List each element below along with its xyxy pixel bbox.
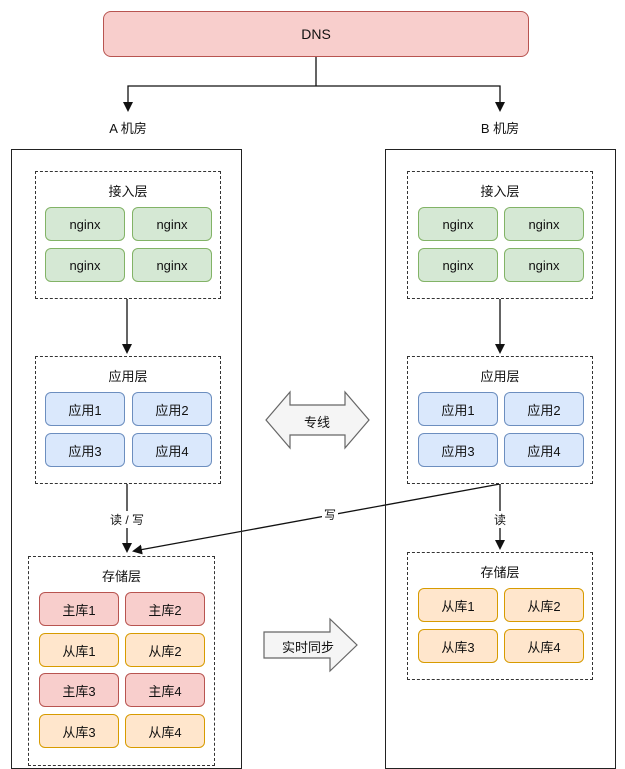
a-read-write-label: 读 / 写 [108,511,147,528]
nginx-node: nginx [45,207,125,241]
nginx-node: nginx [504,248,584,282]
nginx-node: nginx [418,207,498,241]
slave-db-node: 从库1 [39,633,119,667]
slave-db-node: 从库4 [504,629,584,663]
app-node: 应用4 [504,433,584,467]
room-b-access-layer: 接入层 nginx nginx nginx nginx [407,171,593,299]
app-node: 应用2 [504,392,584,426]
room-b-app-layer: 应用层 应用1 应用2 应用3 应用4 [407,356,593,484]
app-node: 应用3 [45,433,125,467]
master-db-node: 主库1 [39,592,119,626]
room-a-storage-layer: 存储层 主库1 主库2 从库1 从库2 主库3 主库4 从库3 从库4 [28,556,215,766]
room-b-label: B 机房 [480,121,520,136]
dns-node: DNS [103,11,529,57]
layer-title: 存储层 [480,565,520,580]
b-read-label: 读 [492,511,509,528]
room-b-storage-layer: 存储层 从库1 从库2 从库3 从库4 [407,552,593,680]
app-node: 应用1 [418,392,498,426]
nginx-node: nginx [132,248,212,282]
master-db-node: 主库2 [125,592,205,626]
slave-db-node: 从库2 [504,588,584,622]
cross-write-label: 写 [322,506,339,523]
dns-to-b-connector [316,85,505,112]
room-a-app-layer: 应用层 应用1 应用2 应用3 应用4 [35,356,221,484]
slave-db-node: 从库3 [39,714,119,748]
dns-label: DNS [301,26,331,42]
nginx-node: nginx [132,207,212,241]
slave-db-node: 从库4 [125,714,205,748]
slave-db-node: 从库2 [125,633,205,667]
master-db-node: 主库4 [125,673,205,707]
realtime-sync-arrow-shape [263,617,358,673]
app-node: 应用4 [132,433,212,467]
dns-to-a-connector [123,85,316,112]
app-node: 应用3 [418,433,498,467]
app-node: 应用2 [132,392,212,426]
master-db-node: 主库3 [39,673,119,707]
layer-title: 接入层 [108,184,148,199]
slave-db-node: 从库1 [418,588,498,622]
nginx-node: nginx [418,248,498,282]
slave-db-node: 从库3 [418,629,498,663]
layer-title: 存储层 [101,569,141,584]
room-a-label: A 机房 [109,121,147,136]
app-node: 应用1 [45,392,125,426]
layer-title: 应用层 [108,369,148,384]
realtime-sync-label: 实时同步 [282,640,335,655]
layer-title: 接入层 [480,184,520,199]
nginx-node: nginx [45,248,125,282]
dedicated-line-label: 专线 [304,415,331,430]
nginx-node: nginx [504,207,584,241]
layer-title: 应用层 [480,369,520,384]
room-a-access-layer: 接入层 nginx nginx nginx nginx [35,171,221,299]
dedicated-line-arrow-shape [265,390,370,450]
cross-write-arrow [132,483,501,555]
